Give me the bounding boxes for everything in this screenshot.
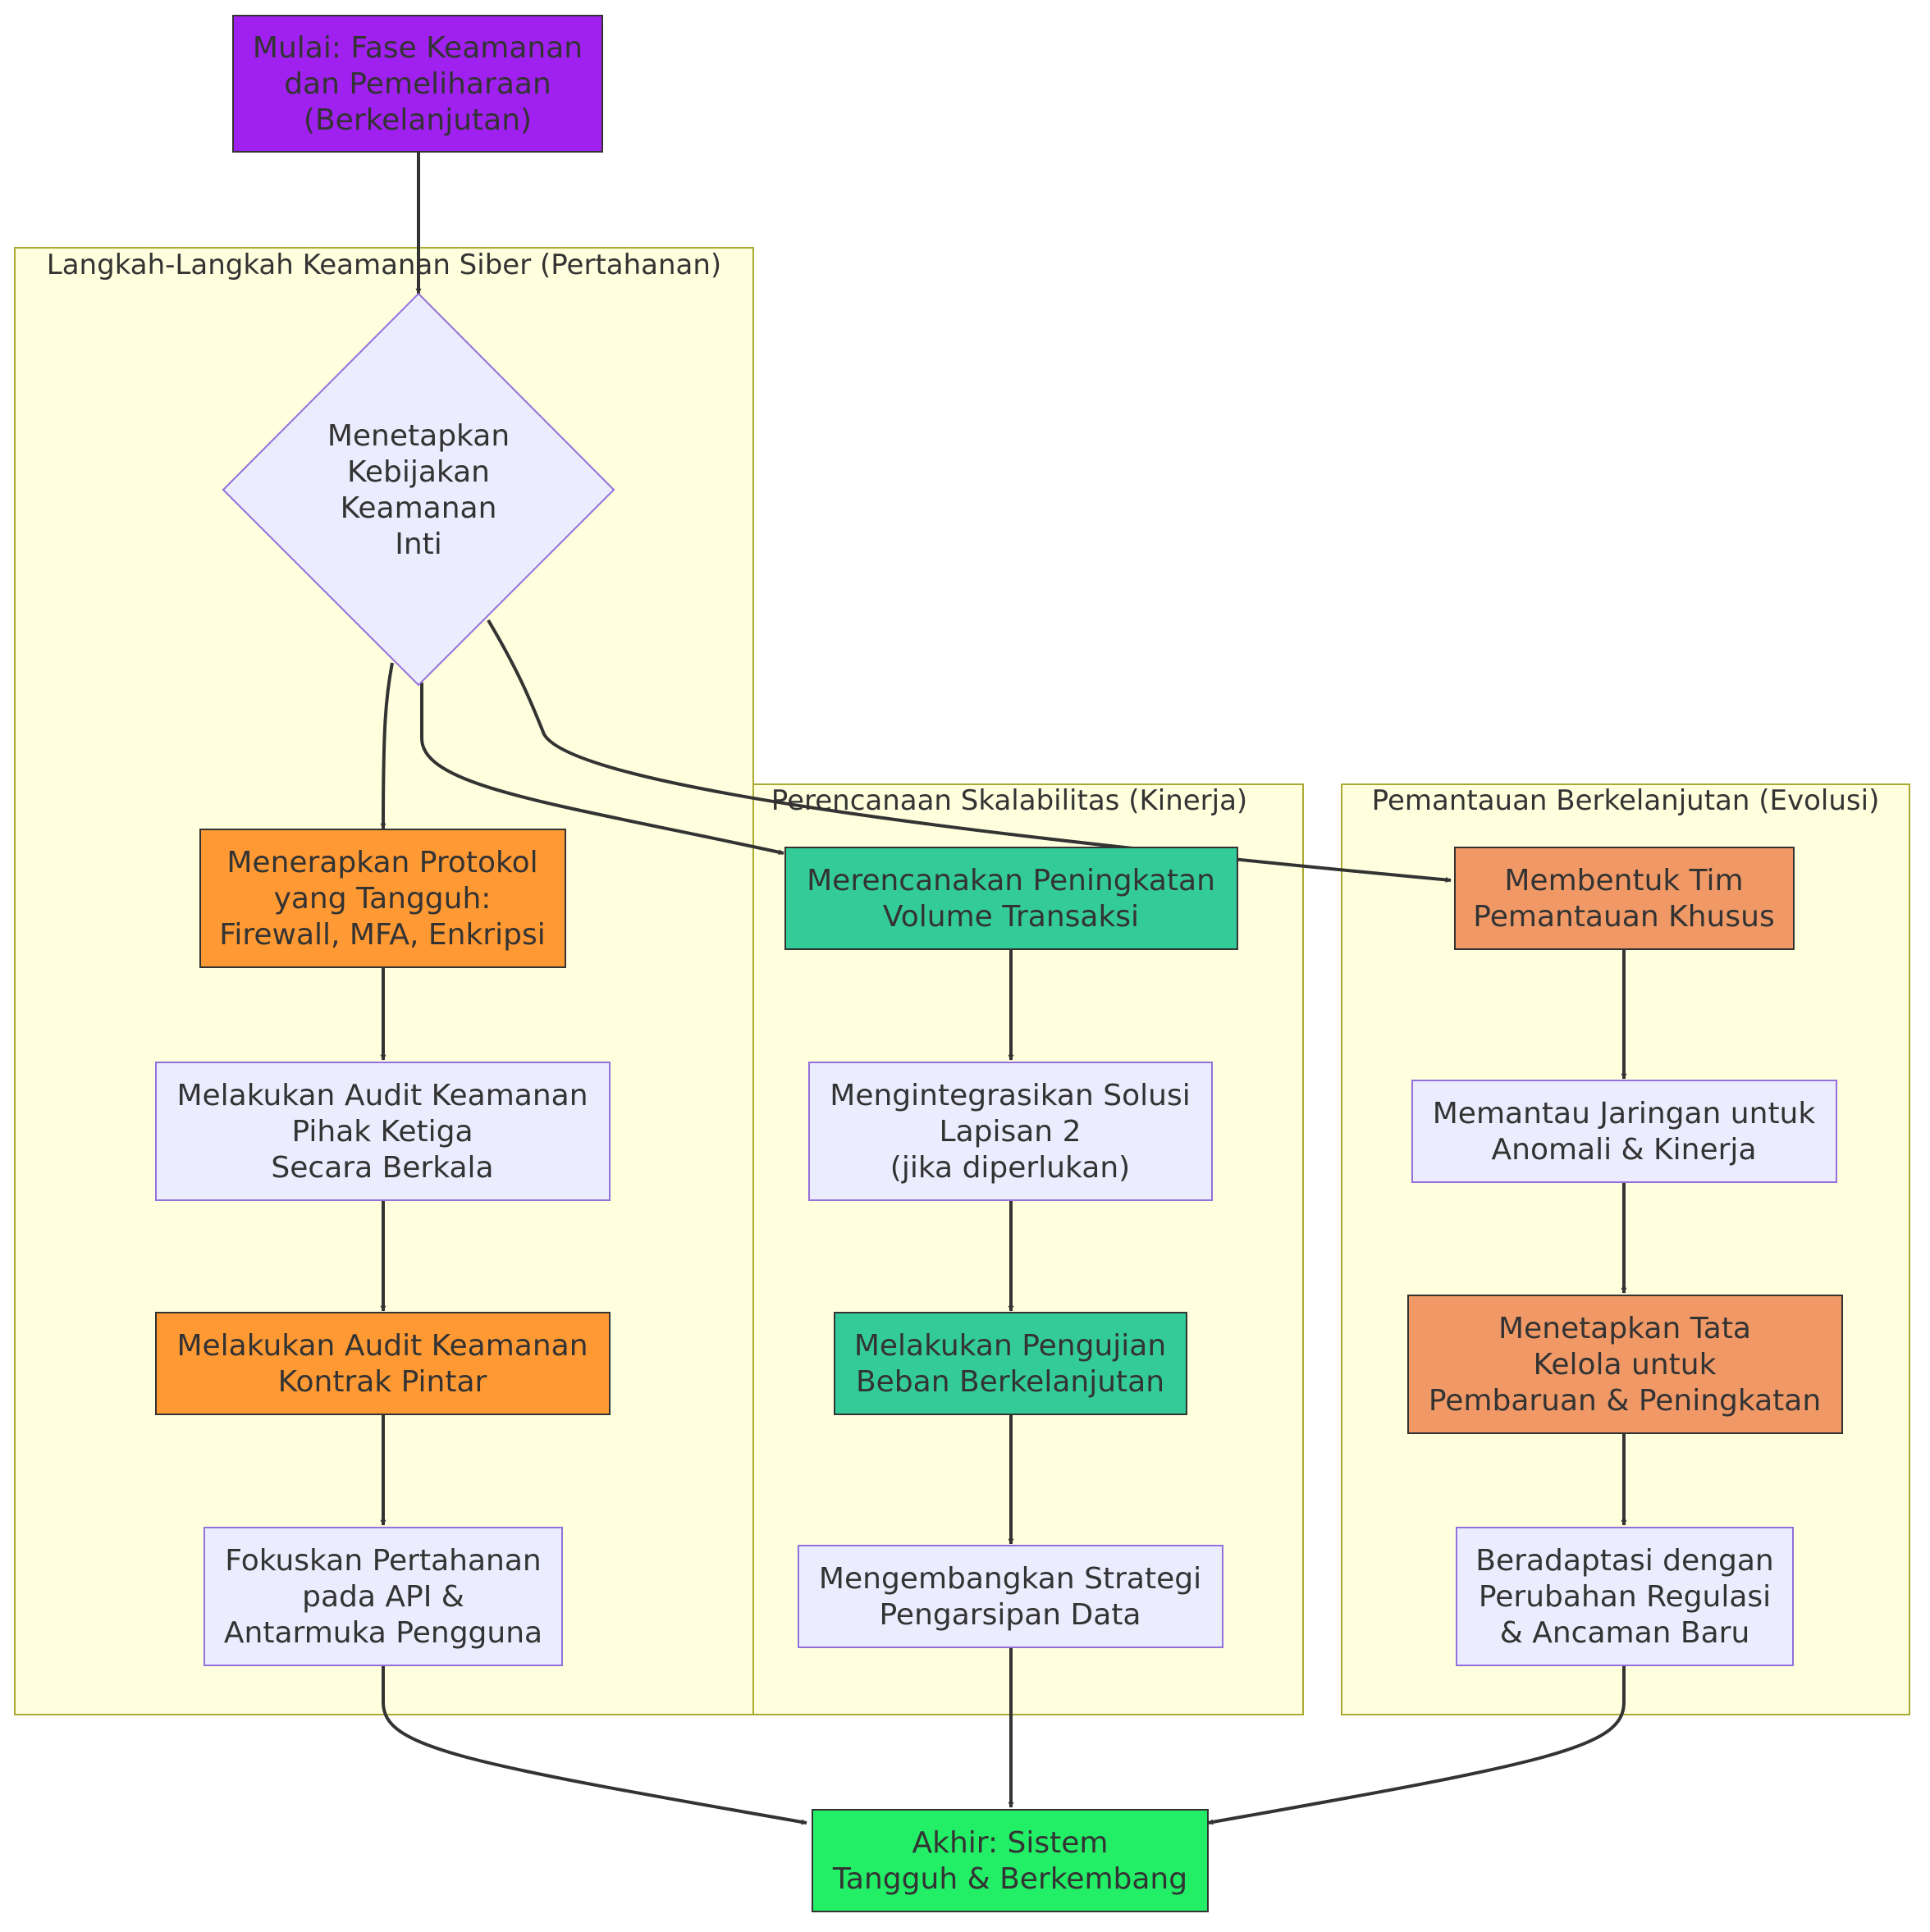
cluster-monitoring-label: Pemantauan Berkelanjutan (Evolusi) (1372, 784, 1880, 817)
node-text-line: dan Pemeliharaan (284, 67, 551, 101)
node-text-line: Menetapkan (327, 419, 510, 453)
node-text-line: Antarmuka Pengguna (224, 1616, 542, 1650)
node-text-line: Mengintegrasikan Solusi (830, 1079, 1190, 1112)
node-text-line: Tangguh & Berkembang (832, 1862, 1187, 1896)
node-text-line: (jika diperlukan) (890, 1151, 1130, 1185)
node-text-line: Memantau Jaringan untuk (1433, 1097, 1816, 1130)
node-text-line: Merencanakan Peningkatan (807, 864, 1215, 897)
node-text-line: Beradaptasi dengan (1475, 1544, 1773, 1578)
node-text-line: Melakukan Pengujian (854, 1329, 1166, 1363)
edge-focus-end (382, 1665, 807, 1825)
node-text-line: Pihak Ketiga (291, 1115, 473, 1149)
node-text-line: Anomali & Kinerja (1492, 1133, 1757, 1167)
node-text-line: Melakukan Audit Keamanan (176, 1079, 588, 1112)
node-text-line: Secara Berkala (271, 1151, 493, 1185)
node-text-line: Pembaruan & Peningkatan (1429, 1384, 1821, 1418)
cluster-security-label: Langkah-Langkah Keamanan Siber (Pertahan… (47, 249, 721, 281)
node-text-line: Inti (395, 528, 442, 561)
node-text-line: Membentuk Tim (1504, 864, 1743, 897)
node-text-line: Firewall, MFA, Enkripsi (219, 918, 545, 952)
edges (380, 152, 1627, 1825)
node-text-line: Fokuskan Pertahanan (225, 1544, 541, 1578)
node-text-line: & Ancaman Baru (1500, 1616, 1750, 1650)
node-text-line: Keamanan (341, 491, 497, 525)
edge-policy-plan (420, 683, 784, 856)
node-text-line: yang Tangguh: (274, 882, 492, 916)
node-text-line: Mengembangkan Strategi (819, 1562, 1201, 1596)
node-text-line: Menerapkan Protokol (226, 846, 537, 879)
node-text-line: Menetapkan Tata (1498, 1312, 1751, 1345)
node-text-line: Melakukan Audit Keamanan (176, 1329, 588, 1363)
node-text-line: Mulai: Fase Keamanan (253, 31, 583, 65)
node-text-line: Volume Transaksi (883, 900, 1139, 934)
node-text-line: Kontrak Pintar (278, 1365, 487, 1399)
node-text-line: Kebijakan (347, 455, 490, 489)
node-text-line: Perubahan Regulasi (1479, 1580, 1771, 1614)
node-text-line: pada API & (302, 1580, 464, 1614)
edge-policy-protocol (380, 662, 394, 829)
node-text-line: Akhir: Sistem (912, 1826, 1109, 1860)
node-text-line: (Berkelanjutan) (304, 103, 532, 137)
cluster-scalability-label: Perencanaan Skalabilitas (Kinerja) (771, 784, 1247, 817)
node-text-line: Pengarsipan Data (880, 1598, 1141, 1632)
node-text-line: Beban Berkelanjutan (856, 1365, 1164, 1399)
node-text-line: Kelola untuk (1534, 1348, 1717, 1382)
node-text-line: Lapisan 2 (940, 1115, 1082, 1149)
edge-adapt-end (1207, 1665, 1626, 1825)
node-text-line: Pemantauan Khusus (1473, 900, 1774, 934)
